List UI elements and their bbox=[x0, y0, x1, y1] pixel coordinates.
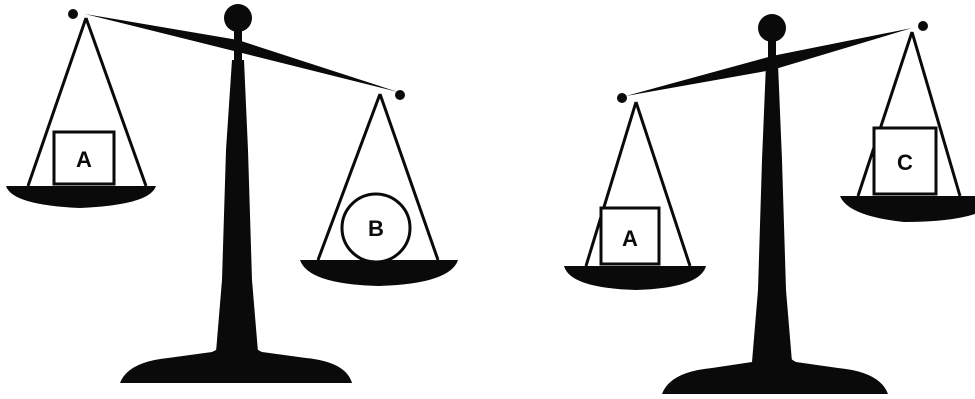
left-scale-object-b: B bbox=[342, 194, 410, 262]
left-scale-object-a: A bbox=[54, 132, 114, 184]
right-scale-top-knob bbox=[758, 14, 786, 42]
left-balance-scale: A B bbox=[6, 4, 458, 383]
right-beam-end-right bbox=[918, 21, 928, 31]
right-scale-object-c-label: C bbox=[897, 150, 913, 175]
right-scale-object-a: A bbox=[601, 208, 659, 264]
left-beam-end-right bbox=[395, 90, 405, 100]
right-balance-scale: A C bbox=[564, 14, 975, 394]
left-scale-object-a-label: A bbox=[76, 147, 92, 172]
right-scale-object-a-label: A bbox=[622, 226, 638, 251]
left-scale-stand bbox=[216, 60, 258, 352]
right-scale-object-c: C bbox=[874, 128, 936, 194]
left-scale-top-knob bbox=[224, 4, 252, 32]
left-beam-end-left bbox=[68, 9, 78, 19]
left-scale-object-b-label: B bbox=[368, 216, 384, 241]
right-scale-stand bbox=[752, 64, 792, 362]
right-beam-end-left bbox=[617, 93, 627, 103]
